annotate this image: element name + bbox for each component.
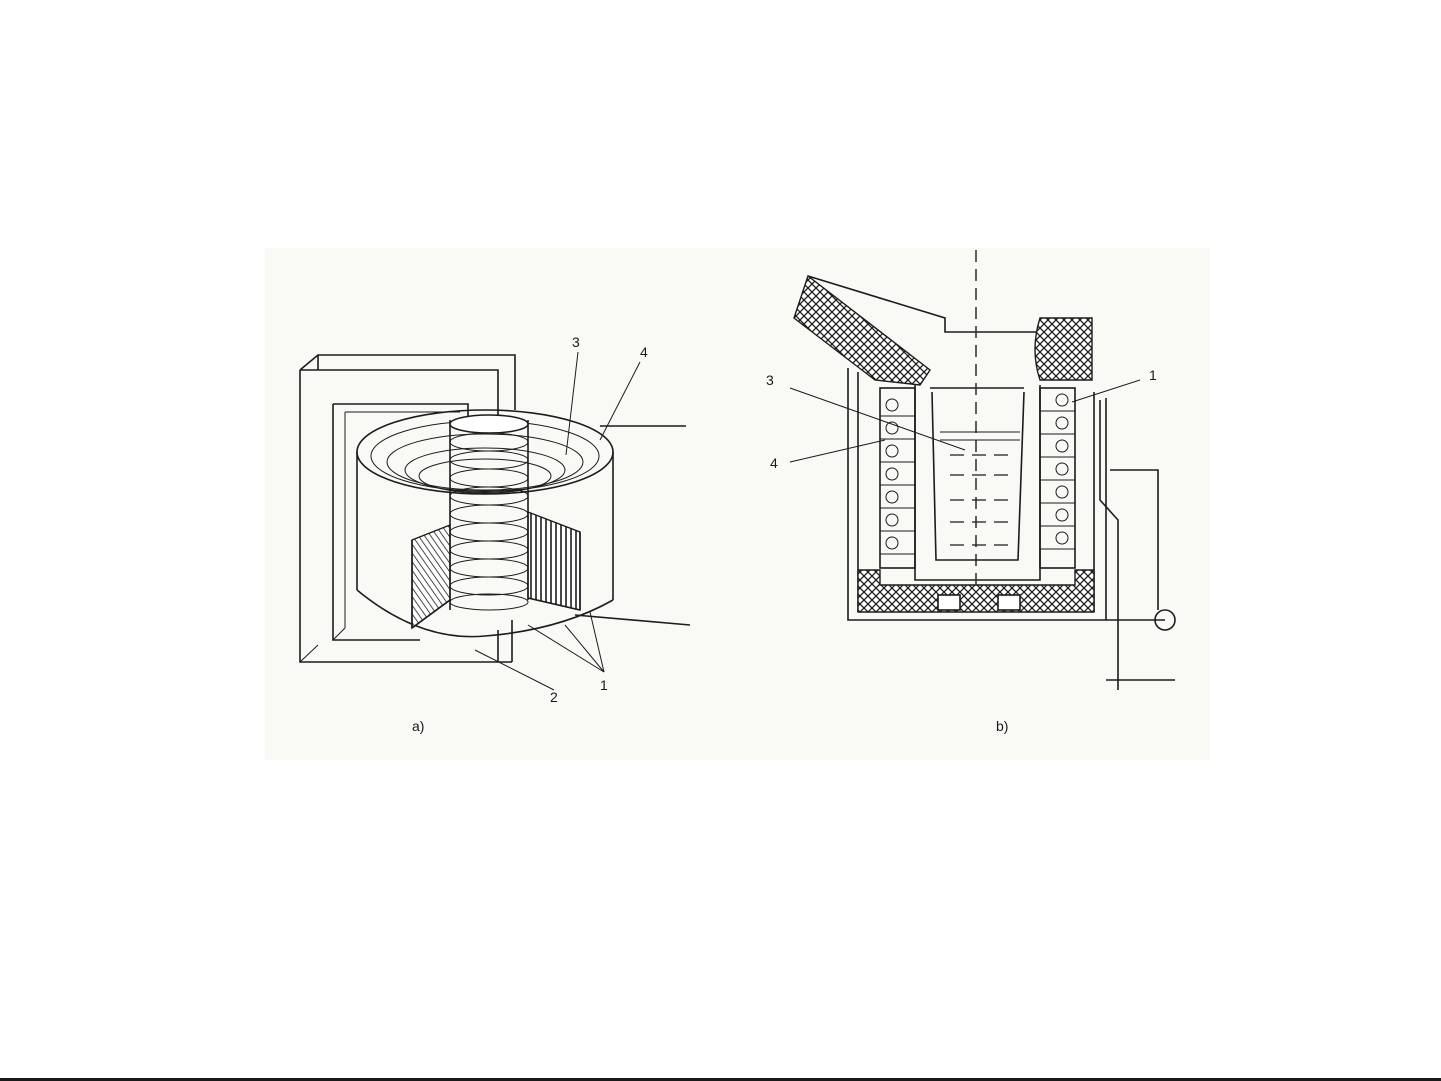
label-1-a: 1 <box>600 677 608 693</box>
caption-a: a) <box>412 718 424 734</box>
molten-metal-level <box>950 455 1010 545</box>
magnetic-core-frame <box>300 355 515 662</box>
central-leg-winding <box>450 415 528 610</box>
label-2-a: 2 <box>550 689 558 705</box>
label-1-b: 1 <box>1149 367 1157 383</box>
figure-a-transformer: 3 4 1 2 a) <box>300 334 690 734</box>
label-4-b: 4 <box>770 455 778 471</box>
figure-a-leader-lines <box>475 352 640 690</box>
figure-b-furnace: 3 4 1 b) <box>766 250 1175 734</box>
cutaway-winding-section <box>412 512 580 628</box>
inductor-coil-left <box>880 388 915 568</box>
caption-b: b) <box>996 718 1008 734</box>
tilt-mechanism <box>1100 400 1175 690</box>
label-4-a: 4 <box>640 344 648 360</box>
crucible <box>915 385 1040 580</box>
figure-b-leader-lines <box>790 380 1140 462</box>
inductor-coil-right <box>1040 388 1075 568</box>
pouring-spout <box>794 276 1092 385</box>
label-3-a: 3 <box>572 334 580 350</box>
label-3-b: 3 <box>766 372 774 388</box>
